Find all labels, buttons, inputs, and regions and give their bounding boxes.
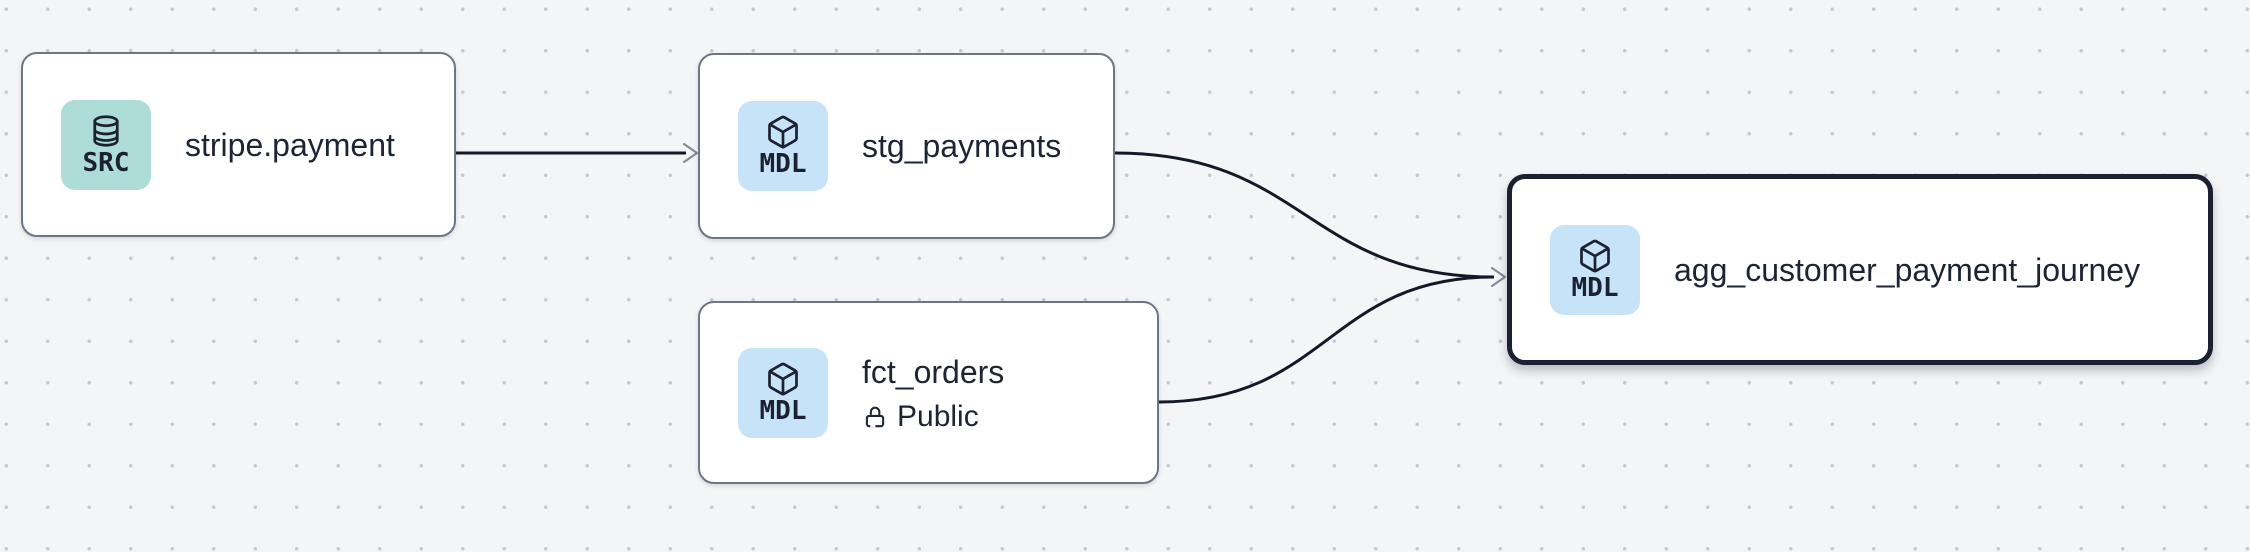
node-label: stripe.payment <box>185 126 395 163</box>
node-label: stg_payments <box>862 128 1062 164</box>
badge-label: MDL <box>1571 272 1619 303</box>
edge-stg-payments-to-agg-customer-payment-journey <box>1114 151 1495 279</box>
arrowhead-icon <box>682 142 699 164</box>
cube-icon <box>768 115 798 149</box>
access-badge: Public <box>862 399 1004 433</box>
lock-open-icon <box>865 406 885 427</box>
node-agg-customer-payment-journey[interactable]: MDL agg_customer_payment_journey <box>1507 174 2213 365</box>
source-type-badge: SRC <box>61 99 151 190</box>
access-label: Public <box>897 399 979 433</box>
edge-fct-orders-to-agg-customer-payment-journey <box>1158 275 1495 404</box>
model-type-badge: MDL <box>738 347 828 438</box>
node-label: fct_orders <box>862 353 1005 390</box>
badge-label: MDL <box>759 149 807 179</box>
badge-label: MDL <box>759 395 807 426</box>
node-stripe-payment[interactable]: SRC stripe.payment <box>21 52 456 237</box>
model-type-badge: MDL <box>1550 224 1640 315</box>
node-stg-payments[interactable]: MDL stg_payments <box>698 53 1115 239</box>
cube-icon <box>1580 239 1610 272</box>
node-label: agg_customer_payment_journey <box>1674 251 2141 288</box>
node-fct-orders[interactable]: MDL fct_orders Public <box>698 301 1159 484</box>
cube-icon <box>768 362 798 395</box>
database-icon <box>93 114 119 147</box>
badge-label: SRC <box>82 147 130 178</box>
arrowhead-icon <box>1490 266 1507 288</box>
model-type-badge: MDL <box>738 101 828 191</box>
